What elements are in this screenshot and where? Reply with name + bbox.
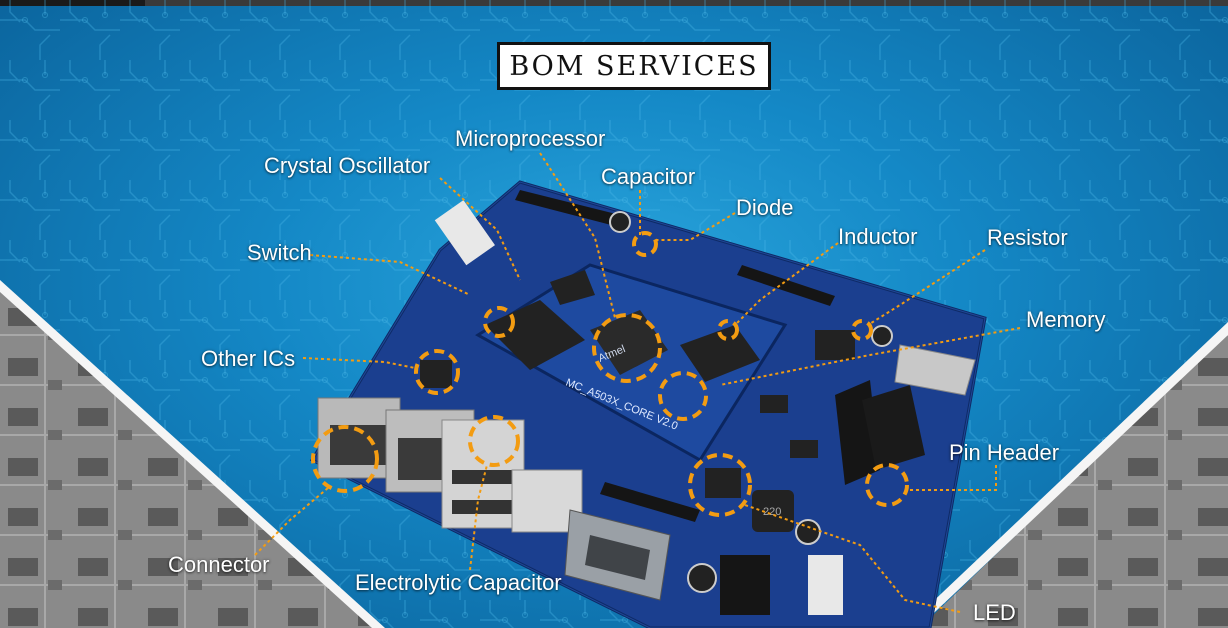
page-title-text: BOM SERVICES — [509, 50, 759, 82]
inductor-marker — [717, 319, 739, 341]
label-inductor: Inductor — [838, 224, 918, 249]
microprocessor-chip — [590, 310, 668, 375]
pcb-board: MC_A503X_CORE V2.0 Atmel — [309, 180, 987, 628]
pin-header-mid — [737, 265, 835, 306]
resistor-marker — [851, 319, 873, 341]
callout-markers — [311, 231, 909, 517]
led-marker — [688, 453, 752, 517]
memory-chip — [680, 325, 760, 382]
pin-header-marker — [865, 463, 909, 507]
label-other-ics: Other ICs — [201, 346, 296, 371]
left-panel-edge — [0, 280, 385, 628]
other-ics-marker — [414, 349, 460, 395]
capacitor-right — [871, 325, 893, 347]
label-resistor: Resistor — [987, 225, 1068, 250]
inductor-component — [752, 490, 794, 532]
main-chip — [485, 300, 585, 370]
inductor-mark: 220 — [763, 506, 781, 518]
page-title: BOM SERVICES — [497, 42, 771, 90]
pin-header-bottom — [600, 482, 700, 522]
label-switch: Switch — [247, 240, 312, 265]
right-panel-edge — [905, 322, 1228, 628]
leader-lines — [254, 152, 1021, 613]
label-memory: Memory — [1026, 307, 1106, 332]
connector-marker — [311, 425, 379, 493]
sd-card-slot — [894, 344, 976, 396]
label-connector: Connector — [168, 552, 270, 577]
microprocessor-marker — [592, 313, 662, 383]
label-led: LED — [973, 600, 1016, 625]
capacitor-marker — [632, 231, 658, 257]
label-capacitor: Capacitor — [601, 164, 696, 189]
electrolytic-capacitor-bottom — [687, 563, 717, 593]
label-microprocessor: Microprocessor — [455, 126, 606, 151]
pin-header-top — [515, 190, 620, 226]
label-diode: Diode — [736, 195, 794, 220]
label-electrolytic-capacitor: Electrolytic Capacitor — [355, 570, 562, 595]
power-jack — [720, 555, 770, 615]
capacitor-top — [609, 211, 631, 233]
pin-header-right-2 — [862, 385, 925, 470]
small-ic — [550, 270, 595, 305]
white-connector-top — [434, 200, 495, 266]
crystal-oscillator-marker — [483, 306, 515, 338]
electrolytic-capacitor-marker — [468, 415, 520, 467]
white-connector-bottom — [808, 555, 843, 615]
memory-marker — [658, 371, 708, 421]
label-pin-header: Pin Header — [949, 440, 1060, 465]
label-crystal-oscillator: Crystal Oscillator — [264, 153, 431, 178]
